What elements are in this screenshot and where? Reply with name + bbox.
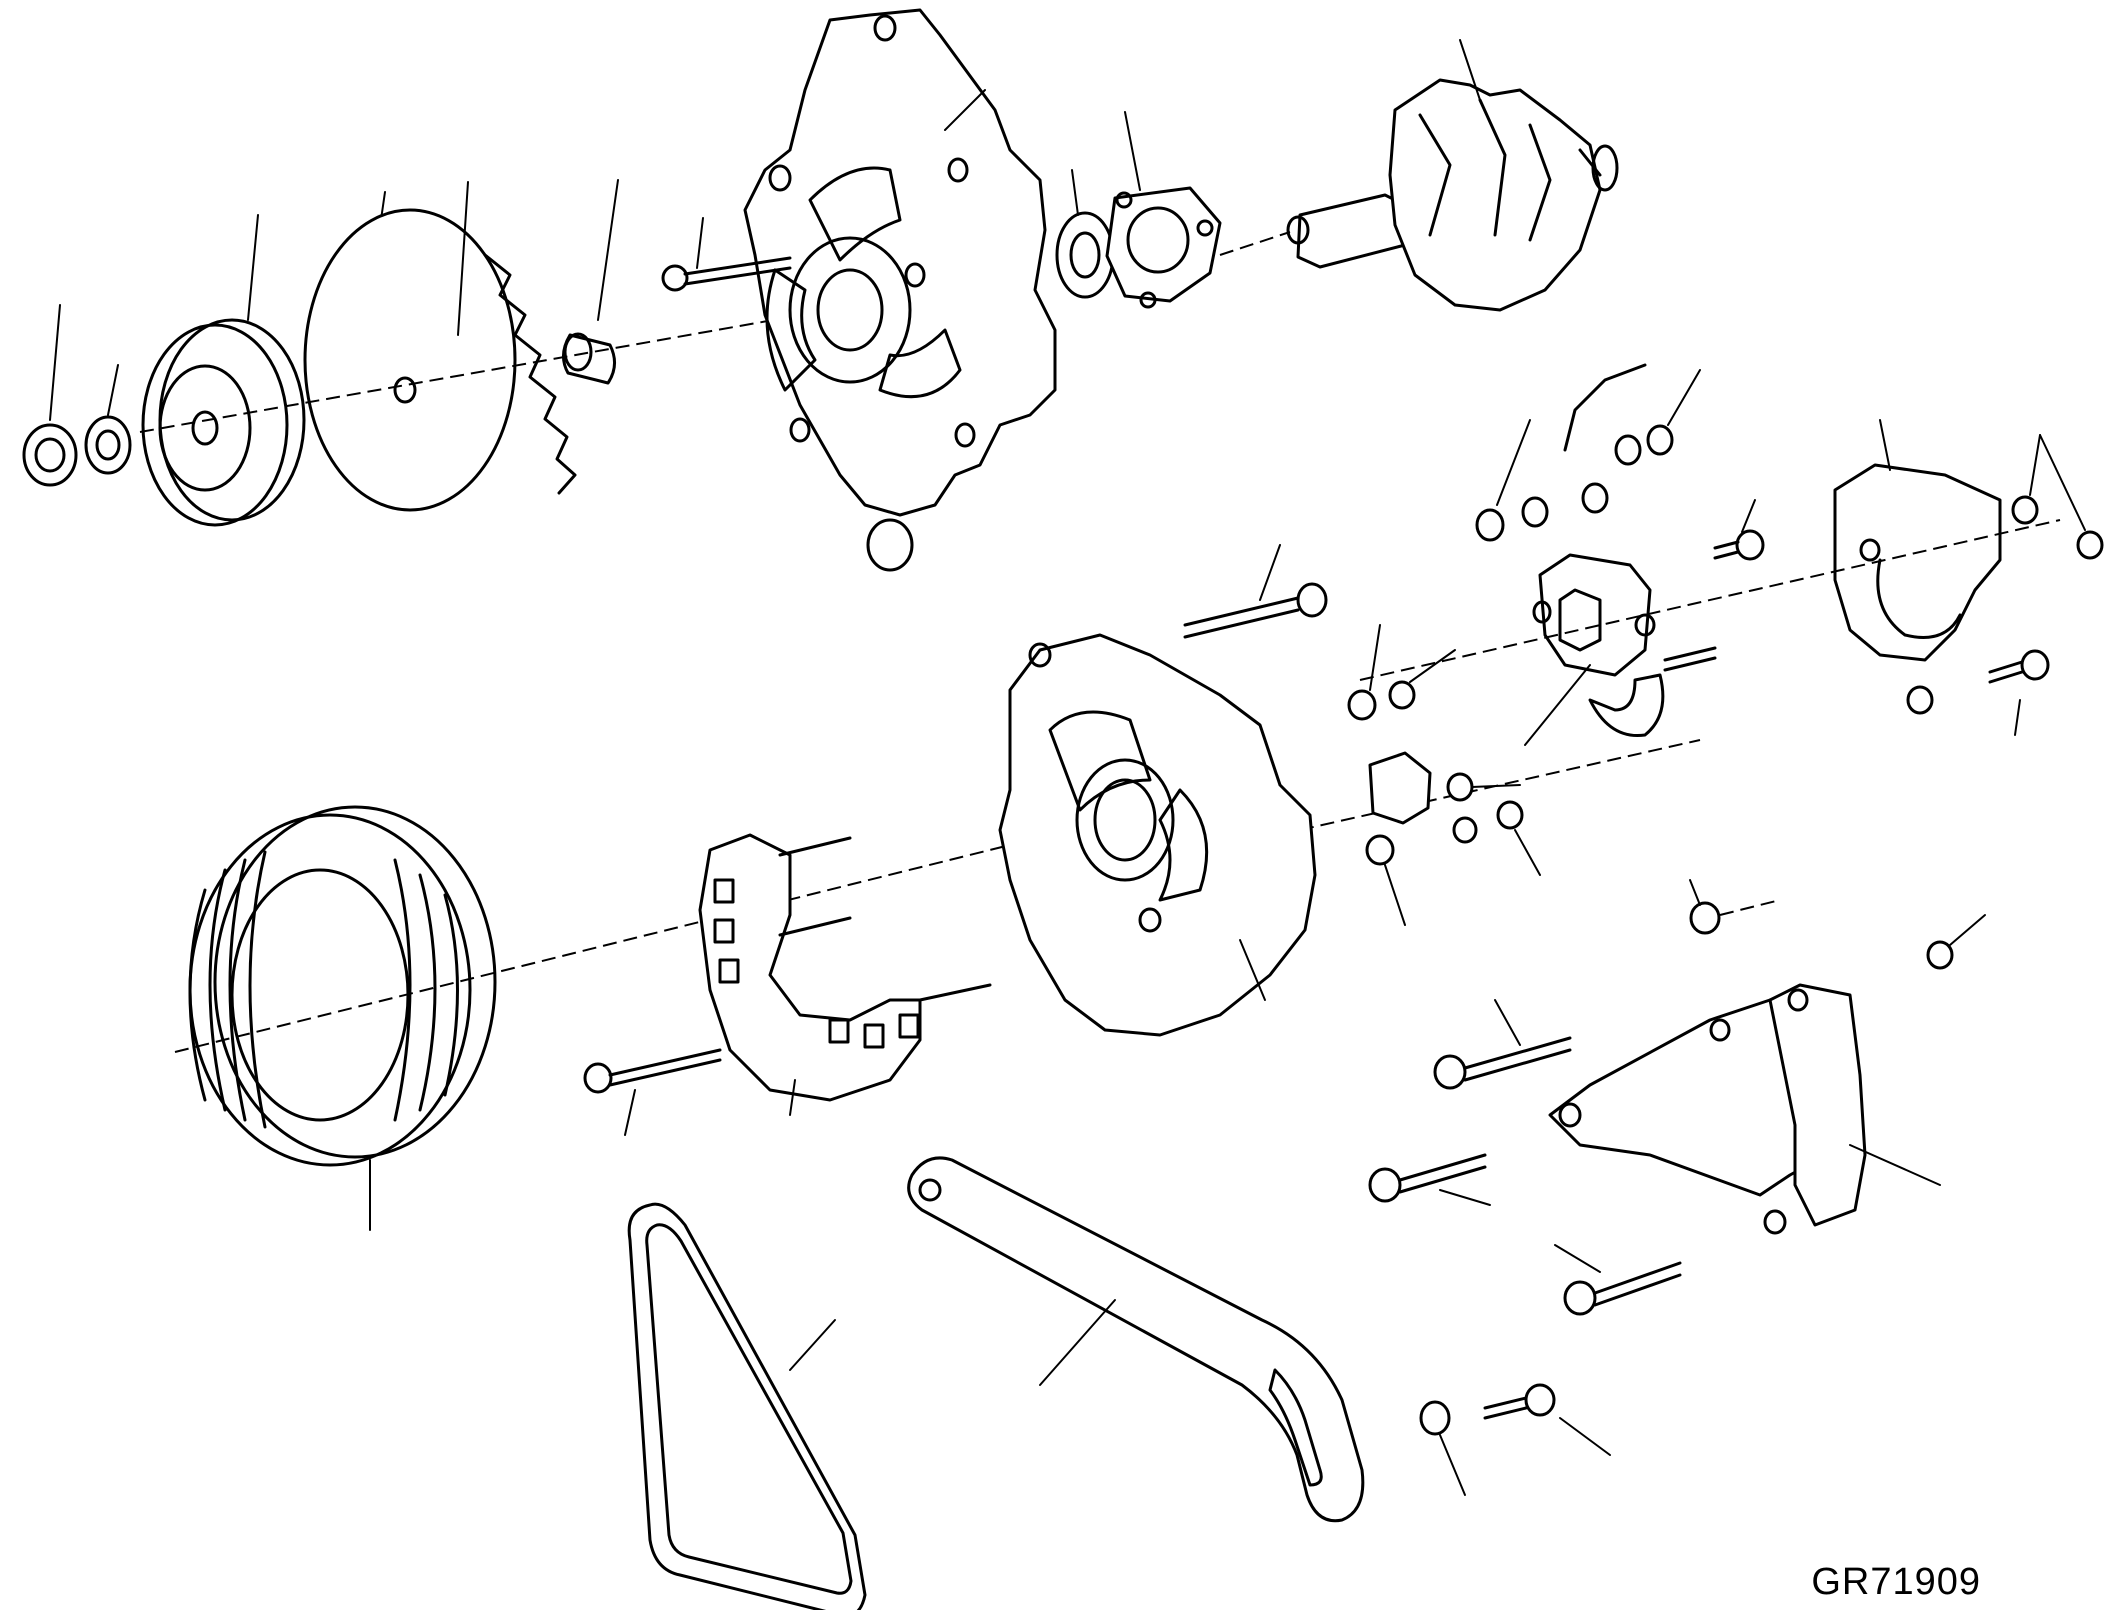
pulley	[141, 214, 306, 527]
drive-belt	[627, 1202, 867, 1610]
retainer-screw	[661, 217, 792, 292]
stator	[188, 805, 497, 1231]
arm-bolt	[1483, 1383, 1611, 1456]
rectifier-nuts	[1347, 624, 1456, 721]
cooling-fan	[303, 181, 577, 512]
lock-washer	[84, 364, 132, 475]
bearing-retainer-plate	[1105, 111, 1222, 309]
regulator-bracket	[1475, 363, 1701, 542]
rotor	[1286, 39, 1619, 312]
pulley-nut	[22, 304, 78, 487]
terminal-block	[1365, 751, 1541, 926]
through-bolt	[1183, 544, 1328, 639]
middle-axis-line-upper	[1359, 519, 2061, 681]
regulator-screw	[1713, 499, 1765, 561]
stator-axis-line	[174, 844, 1011, 1053]
adjusting-arm	[907, 1156, 1365, 1523]
terminal-screw	[1663, 646, 1717, 672]
slip-ring-end-frame	[998, 633, 1317, 1037]
rectifier-screw	[583, 1048, 722, 1136]
end-cover	[1833, 419, 2002, 715]
rectifier-bridge	[698, 833, 992, 1116]
bracket-bolt-middle	[1368, 1153, 1491, 1206]
drive-end-frame	[743, 8, 1057, 572]
cover-nuts	[2011, 434, 2104, 560]
bracket-bolt-upper	[1433, 999, 1572, 1090]
bearing-spacer	[562, 179, 619, 385]
front-bearing	[1055, 169, 1115, 299]
mounting-nut-upper	[1926, 914, 1986, 970]
middle-axis-line-lower	[1299, 739, 1701, 831]
arm-nut	[1419, 1400, 1466, 1496]
top-axis-line-left	[139, 309, 831, 433]
top-axis-line-right	[1219, 231, 1291, 256]
figure-code: GR71909	[1811, 1561, 1981, 1603]
cover-screw	[1988, 649, 2050, 736]
mounting-bracket	[1548, 983, 1941, 1235]
brush-holder	[1524, 553, 1665, 746]
bracket-bolt-lower	[1554, 1244, 1682, 1316]
mounting-nut	[1689, 879, 1781, 935]
